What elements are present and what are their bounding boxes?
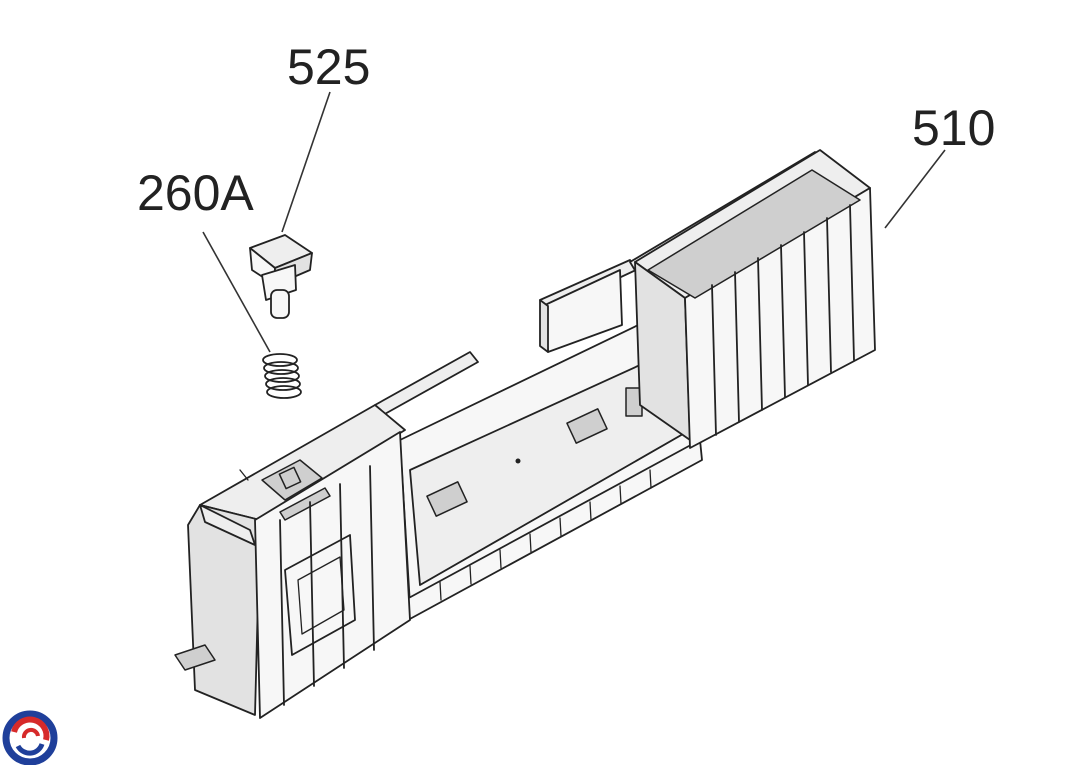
label-260a: 260A <box>137 165 254 221</box>
button-cap-525 <box>249 234 313 319</box>
label-510: 510 <box>912 100 995 156</box>
leader-510 <box>884 149 946 229</box>
label-525: 525 <box>287 39 370 95</box>
spring-260a <box>262 353 302 399</box>
swirl-logo-icon <box>2 710 58 765</box>
leader-525 <box>281 91 331 233</box>
housing-510 <box>174 149 876 719</box>
leader-260a <box>202 231 271 353</box>
